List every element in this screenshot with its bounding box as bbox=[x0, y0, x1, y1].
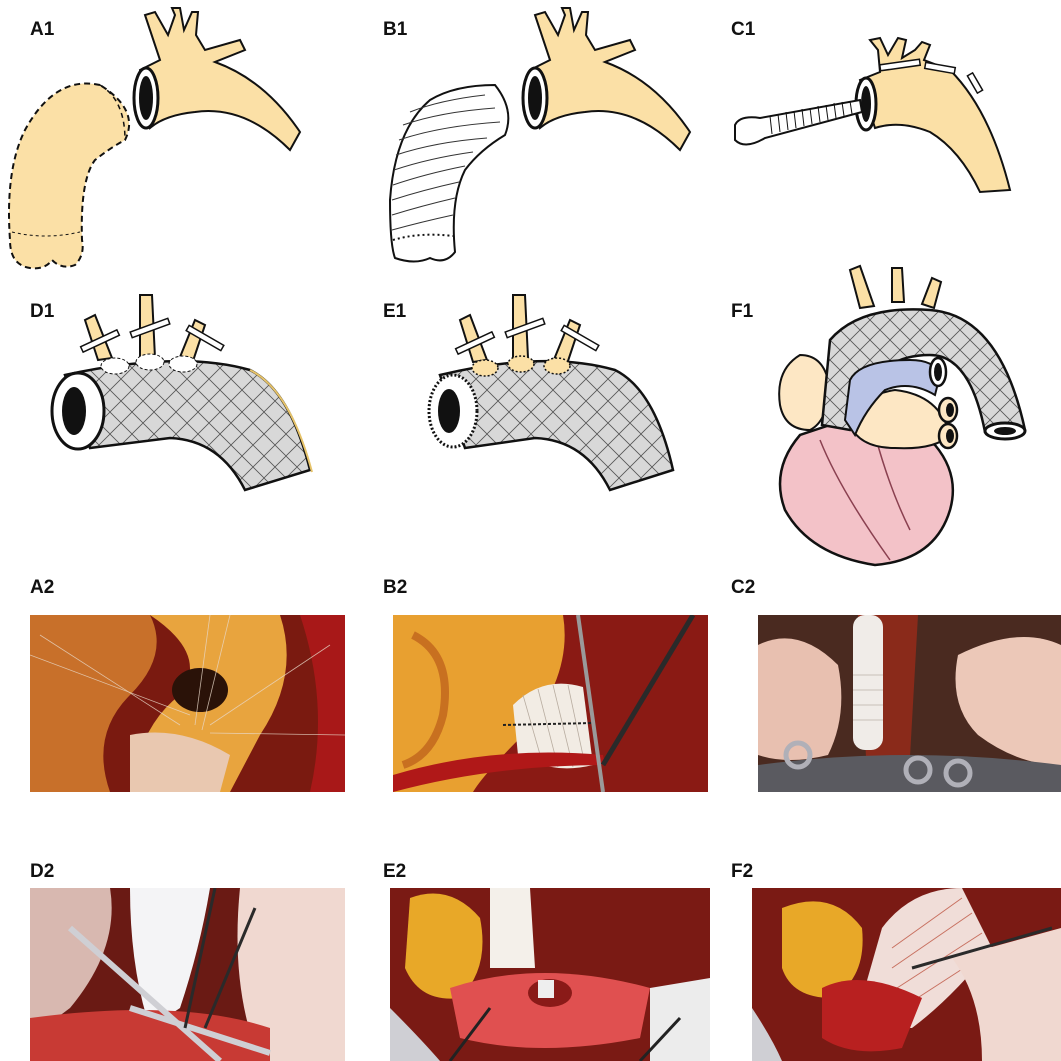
photo-b2-graft-insertion bbox=[393, 615, 708, 792]
drawing-a1-native-aorta bbox=[0, 0, 340, 280]
drawing-f1-completed-repair bbox=[710, 260, 1060, 570]
photo-a2-surgical-view bbox=[30, 615, 345, 792]
panel-label-d2: D2 bbox=[30, 862, 54, 881]
panel-label-e2: E2 bbox=[383, 862, 406, 881]
photo-c2-cannulation bbox=[758, 615, 1061, 792]
drawing-c1-arch-cannulation bbox=[710, 0, 1050, 280]
panel-label-b2: B2 bbox=[383, 578, 407, 597]
drawing-b1-ascending-graft bbox=[355, 0, 695, 280]
panel-label-f2: F2 bbox=[731, 862, 753, 881]
photo-e2-graft-anastomosis bbox=[390, 888, 710, 1061]
panel-label-c2: C2 bbox=[731, 578, 755, 597]
photo-f2-completed-graft bbox=[752, 888, 1061, 1061]
drawing-d1-arch-graft bbox=[0, 280, 340, 510]
photo-d2-branch-island bbox=[30, 888, 345, 1061]
drawing-e1-branch-anastomosis bbox=[355, 280, 695, 510]
panel-label-a2: A2 bbox=[30, 578, 54, 597]
